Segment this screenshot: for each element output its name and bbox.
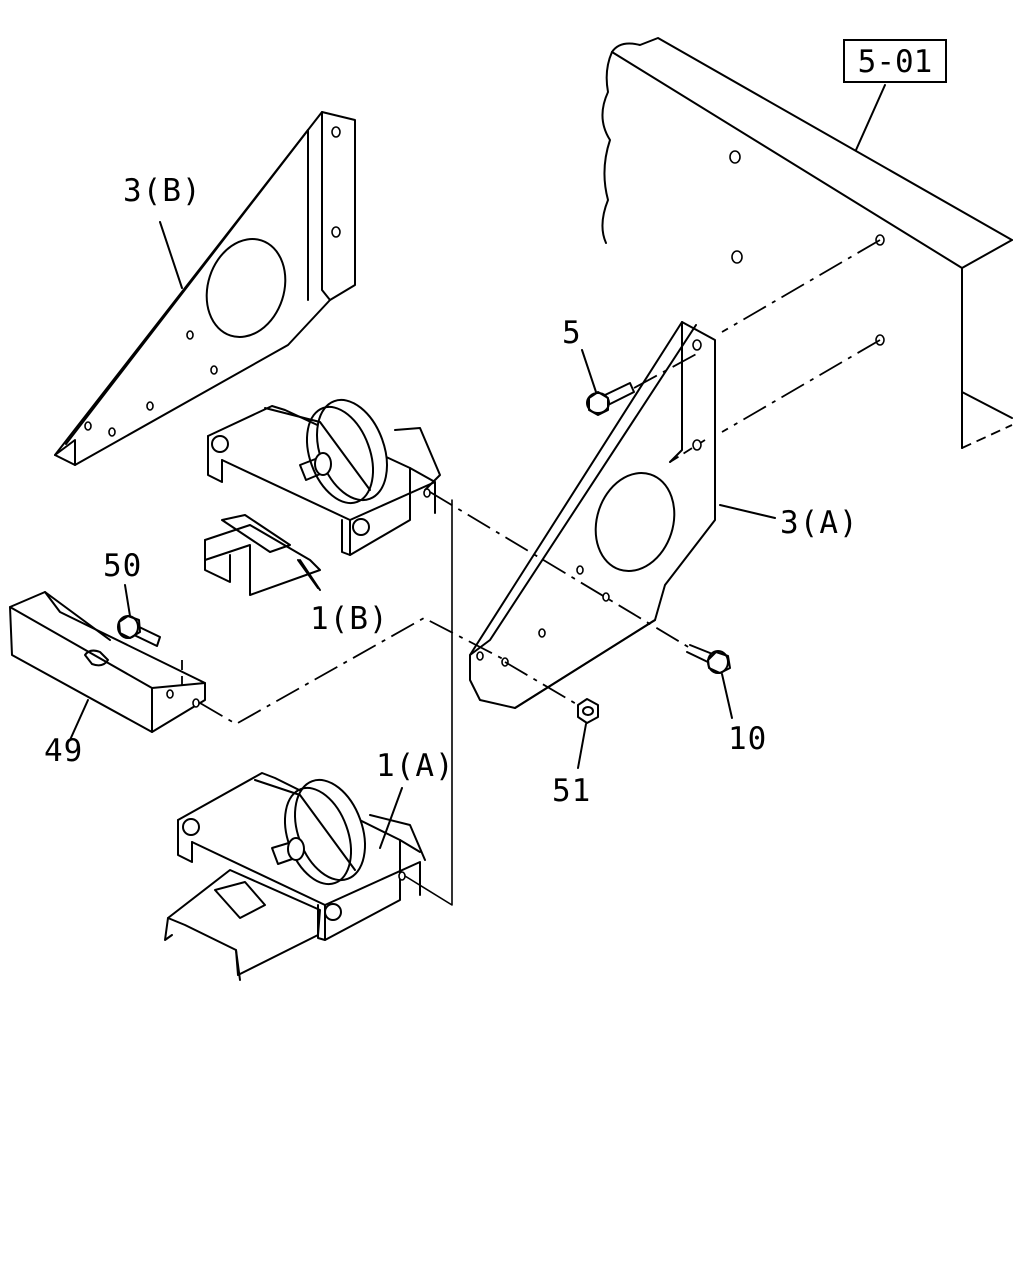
bolt-50 [117, 584, 161, 647]
bracket-3a [469, 321, 776, 709]
callout-49: 49 [44, 733, 84, 769]
bracket-3b [54, 111, 356, 466]
callout-50: 50 [103, 548, 143, 584]
mount-1b [204, 398, 441, 596]
callout-1a: 1(A) [376, 748, 455, 784]
reference-box: 5-01 [843, 39, 947, 83]
nut-51 [504, 661, 599, 769]
bolt-5 [581, 349, 701, 416]
callout-51: 51 [552, 773, 592, 809]
bolt-10 [429, 491, 733, 719]
frame-member [601, 37, 1013, 449]
callout-3b: 3(B) [123, 173, 202, 209]
callout-3a: 3(A) [780, 505, 859, 541]
mount-1a [164, 772, 426, 981]
callout-5: 5 [562, 315, 582, 351]
callout-1b: 1(B) [310, 601, 389, 637]
callout-10: 10 [728, 721, 768, 757]
cover-49 [9, 591, 206, 741]
reference-label: 5-01 [857, 44, 933, 80]
